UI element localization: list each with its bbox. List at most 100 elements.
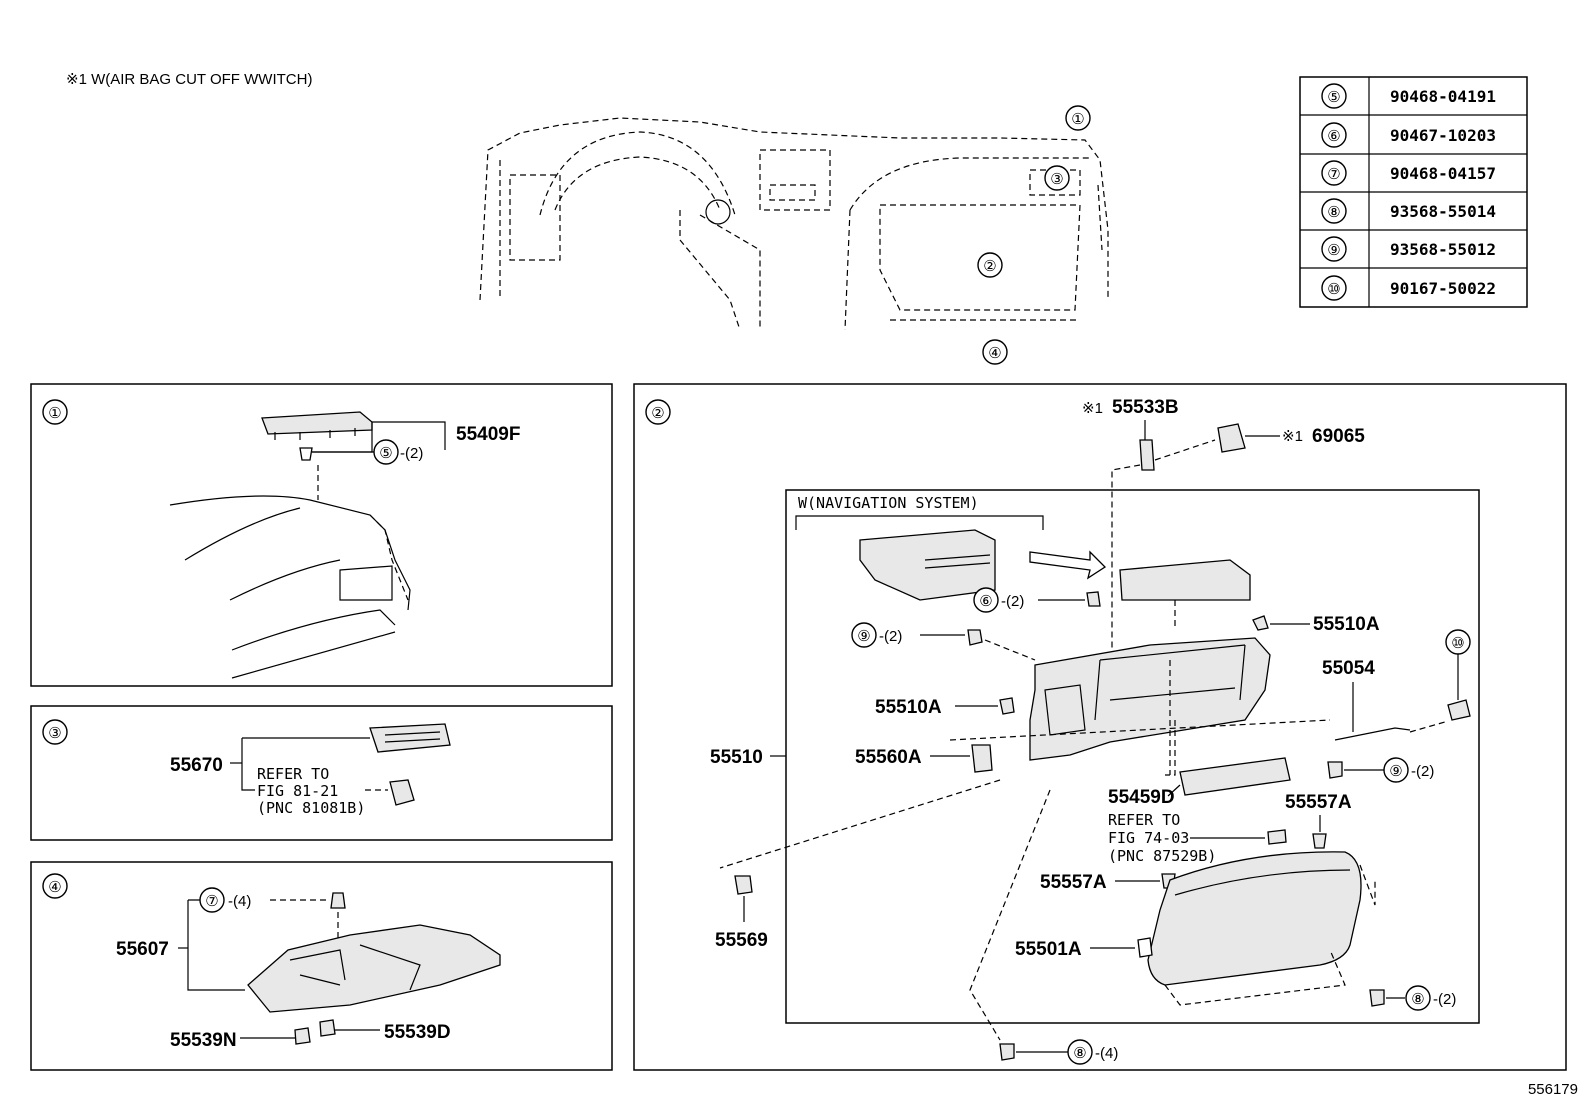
svg-text:※1: ※1 — [1082, 400, 1103, 417]
liner-55607-shape — [247, 924, 501, 1013]
overview-callout-4: ④ — [982, 339, 1008, 365]
nav-tray-shape — [859, 529, 996, 601]
svg-text:FIG 74-03: FIG 74-03 — [1108, 829, 1189, 847]
overview-callout-1: ① — [1065, 105, 1091, 131]
svg-text:REFER TO: REFER TO — [257, 765, 329, 783]
table-row-7: ⑦ 90468-04157 — [1321, 160, 1496, 186]
switch-81081B-shape — [389, 779, 415, 806]
svg-text:55560A: 55560A — [855, 747, 922, 768]
svg-text:④: ④ — [988, 345, 1001, 362]
svg-text:①: ① — [48, 405, 61, 422]
overview-callout-3: ③ — [1044, 165, 1070, 191]
svg-text:55539N: 55539N — [170, 1030, 237, 1051]
svg-text:93568-55012: 93568-55012 — [1390, 240, 1496, 259]
svg-text:-(4): -(4) — [228, 893, 251, 910]
svg-text:④: ④ — [48, 879, 61, 896]
panel-3: ③ 55670 REFER TO FIG 81-21 (PNC 81081B) — [30, 705, 613, 841]
nav-box-shape — [1119, 559, 1251, 601]
svg-text:93568-55014: 93568-55014 — [1390, 202, 1496, 221]
svg-text:-(2): -(2) — [400, 445, 423, 462]
svg-text:⑨: ⑨ — [1389, 763, 1402, 780]
svg-text:⑤: ⑤ — [1327, 89, 1340, 106]
svg-text:-(2): -(2) — [1433, 991, 1456, 1008]
svg-text:90468-04157: 90468-04157 — [1390, 164, 1496, 183]
pad-55539N-shape — [294, 1027, 311, 1045]
svg-text:55557A: 55557A — [1285, 792, 1352, 813]
svg-text:②: ② — [983, 258, 996, 275]
svg-text:55533B: 55533B — [1112, 397, 1179, 418]
svg-text:※1: ※1 — [1282, 428, 1303, 445]
svg-text:⑤: ⑤ — [379, 445, 392, 462]
panel-4: ④ 55607 ⑦ -(4) 55539N 55539D — [30, 861, 613, 1071]
svg-text:②: ② — [651, 405, 664, 422]
svg-text:90467-10203: 90467-10203 — [1390, 126, 1496, 145]
table-row-8: ⑧ 93568-55014 — [1321, 198, 1496, 224]
clip-5-shape — [299, 447, 313, 461]
svg-text:REFER TO: REFER TO — [1108, 811, 1180, 829]
svg-text:(PNC 81081B): (PNC 81081B) — [257, 799, 365, 817]
screw-8b-shape — [999, 1043, 1015, 1061]
screw-9b-shape — [1327, 761, 1343, 779]
dashboard-overview — [479, 117, 1109, 331]
damper-55054-shape — [1334, 727, 1411, 741]
svg-text:55409F: 55409F — [456, 424, 520, 445]
svg-text:-(2): -(2) — [1411, 763, 1434, 780]
screw-9a-shape — [967, 629, 983, 646]
svg-text:90468-04191: 90468-04191 — [1390, 87, 1496, 106]
svg-text:⑧: ⑧ — [1411, 991, 1424, 1008]
airbag-note: ※1 W(AIR BAG CUT OFF WWITCH) — [66, 71, 312, 88]
bracket-55533B-shape — [1139, 439, 1155, 471]
pad-55539D-shape — [319, 1019, 336, 1037]
svg-text:⑧: ⑧ — [1073, 1045, 1086, 1062]
svg-text:①: ① — [1071, 111, 1084, 128]
fastener-table: ⑤ 90468-04191 ⑥ 90467-10203 ⑦ 90468-0415… — [1299, 76, 1528, 308]
screw-8a-shape — [1369, 989, 1385, 1007]
latch-55560A-shape — [971, 744, 993, 773]
glovebox-door-55501A-shape — [1147, 851, 1362, 986]
lock-shape — [1137, 937, 1153, 958]
svg-text:55670: 55670 — [170, 755, 223, 776]
svg-text:③: ③ — [1050, 171, 1063, 188]
lamp-87529B-shape — [1267, 829, 1287, 845]
panel-1: ① 55409F ⑤ -(2) — [30, 383, 613, 687]
svg-text:⑦: ⑦ — [1327, 166, 1340, 183]
svg-text:-(4): -(4) — [1095, 1045, 1118, 1062]
svg-text:W(NAVIGATION SYSTEM): W(NAVIGATION SYSTEM) — [798, 494, 979, 512]
svg-text:55607: 55607 — [116, 939, 169, 960]
svg-text:⑨: ⑨ — [1327, 242, 1340, 259]
svg-text:⑩: ⑩ — [1451, 635, 1464, 652]
clip-55510A-r-shape — [1252, 615, 1269, 631]
glovebox-frame-shape — [1029, 637, 1271, 761]
svg-text:FIG 81-21: FIG 81-21 — [257, 782, 338, 800]
clip-55569-shape — [734, 875, 753, 895]
svg-text:-(2): -(2) — [879, 628, 902, 645]
svg-text:⑦: ⑦ — [205, 893, 218, 910]
table-row-10: ⑩ 90167-50022 — [1321, 275, 1496, 301]
clip-6-shape — [1086, 591, 1101, 607]
overview-callout-2: ② — [977, 252, 1003, 278]
svg-text:-(2): -(2) — [1001, 593, 1024, 610]
stopper-55557A-r-shape — [1312, 833, 1327, 849]
svg-text:⑧: ⑧ — [1327, 204, 1340, 221]
table-row-9: ⑨ 93568-55012 — [1321, 236, 1496, 262]
svg-text:③: ③ — [48, 725, 61, 742]
svg-text:55510A: 55510A — [875, 697, 942, 718]
svg-text:55569: 55569 — [715, 930, 768, 951]
arrow-shape — [1029, 550, 1107, 580]
svg-text:55557A: 55557A — [1040, 872, 1107, 893]
svg-text:⑨: ⑨ — [857, 628, 870, 645]
svg-text:55054: 55054 — [1322, 658, 1375, 679]
cover-55459D-shape — [1179, 757, 1291, 796]
svg-text:90167-50022: 90167-50022 — [1390, 279, 1496, 298]
svg-text:55510A: 55510A — [1313, 614, 1380, 635]
svg-text:55539D: 55539D — [384, 1022, 451, 1043]
svg-text:55501A: 55501A — [1015, 939, 1082, 960]
svg-text:⑥: ⑥ — [979, 593, 992, 610]
switch-69065-shape — [1217, 423, 1246, 453]
bolt-10-shape — [1447, 699, 1471, 721]
vent-55670-shape — [369, 723, 451, 753]
svg-text:⑥: ⑥ — [1327, 128, 1340, 145]
table-row-5: ⑤ 90468-04191 — [1321, 83, 1496, 109]
figure-number: 556179 — [1528, 1081, 1578, 1098]
